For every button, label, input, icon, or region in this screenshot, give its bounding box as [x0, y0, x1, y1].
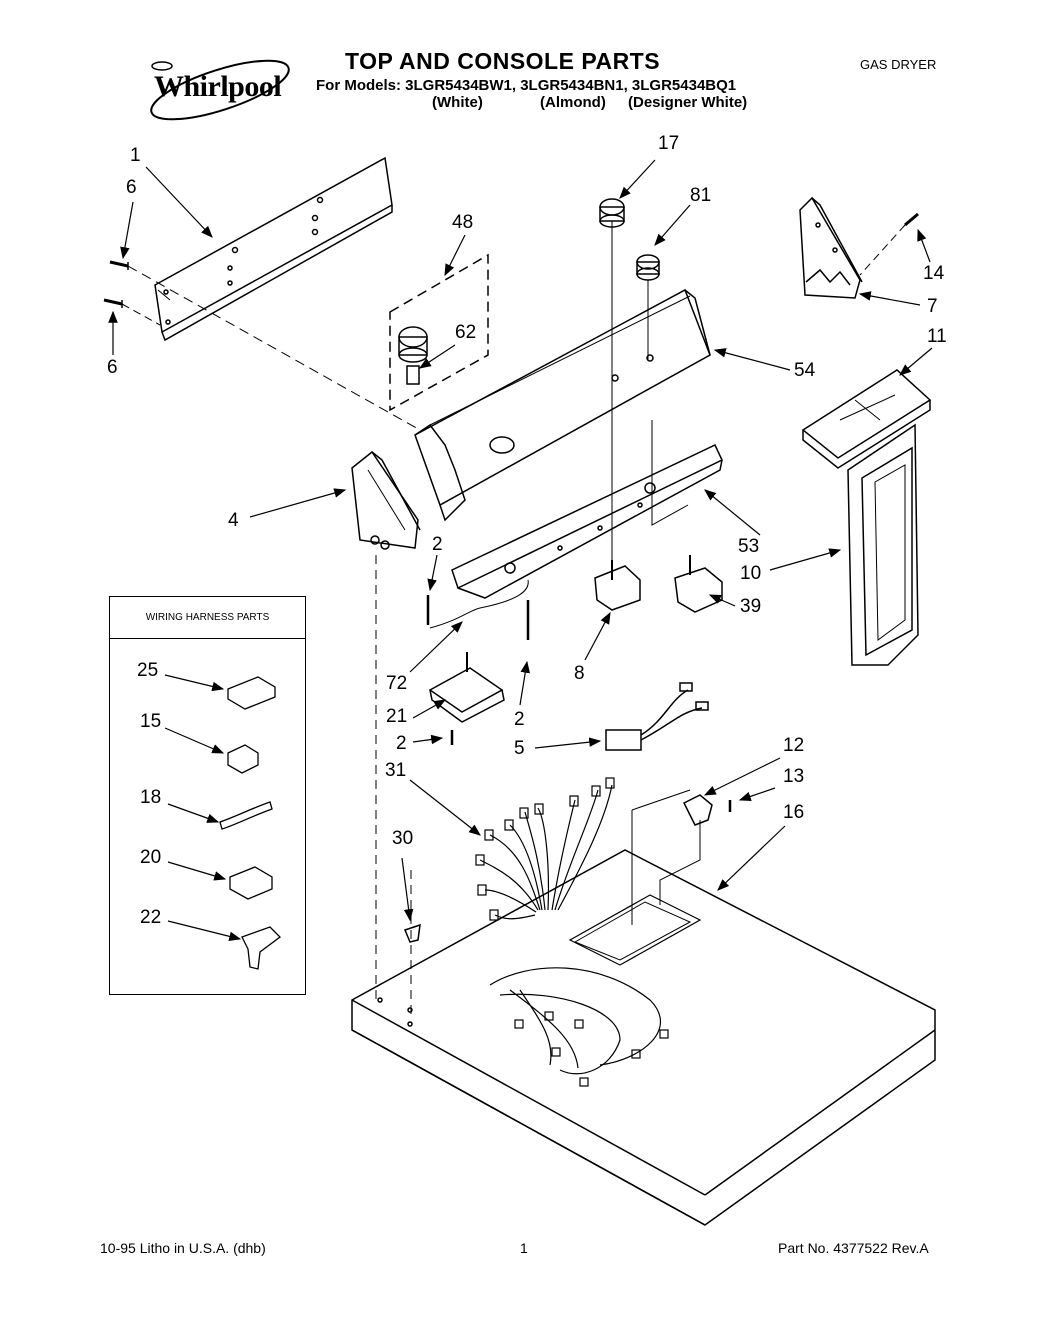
callout-8: 8 — [574, 663, 585, 684]
callout-11: 11 — [927, 326, 947, 347]
callout-17: 17 — [658, 133, 680, 154]
wiring-harness-parts-box: WIRING HARNESS PARTS 25 15 18 20 22 — [109, 596, 306, 995]
component-21 — [428, 652, 505, 723]
color-designer-white: (Designer White) — [628, 94, 748, 111]
clip-22 — [241, 926, 281, 970]
lint-screen-housing — [847, 423, 919, 666]
control-bracket — [451, 443, 723, 599]
callout-14: 14 — [923, 263, 945, 284]
brand-wordmark: Whirlpool — [154, 70, 282, 103]
connector-15 — [227, 744, 259, 774]
callout-2a: 2 — [432, 534, 443, 555]
footer-litho: 10-95 Litho in U.S.A. (dhb) — [100, 1240, 266, 1256]
switch-39 — [674, 555, 723, 613]
callout-30: 30 — [392, 828, 414, 849]
callout-31: 31 — [385, 760, 407, 781]
callout-20: 20 — [140, 847, 162, 868]
models-line: For Models: 3LGR5434BW1, 3LGR5434BN1, 3L… — [316, 77, 737, 94]
terminal-block-25 — [227, 676, 276, 710]
leader-lines — [108, 159, 933, 922]
rear-bracket-part — [154, 156, 393, 342]
console-end-cap — [351, 450, 421, 550]
callout-21: 21 — [386, 706, 408, 727]
lint-screen-cover — [801, 369, 932, 469]
knob-81 — [636, 254, 660, 281]
screw-6b — [103, 298, 123, 308]
callout-1: 1 — [130, 145, 141, 166]
callout-6b: 6 — [107, 357, 118, 378]
top-wire-harness — [489, 967, 669, 1087]
callout-18: 18 — [140, 787, 162, 808]
callout-2c: 2 — [396, 733, 407, 754]
connector-5 — [605, 682, 709, 751]
callout-6a: 6 — [126, 177, 137, 198]
logo-swirl-icon — [150, 59, 290, 121]
callout-54: 54 — [794, 360, 816, 381]
callout-22: 22 — [140, 907, 162, 928]
wire-harness-31 — [475, 777, 615, 921]
callout-10: 10 — [740, 563, 762, 584]
dryer-top-panel — [351, 849, 936, 1226]
callout-7: 7 — [927, 296, 938, 317]
callout-16: 16 — [783, 802, 805, 823]
callout-5: 5 — [514, 738, 525, 759]
callout-53: 53 — [738, 536, 760, 557]
color-white: (White) — [432, 94, 483, 111]
callout-13: 13 — [783, 766, 805, 787]
callout-48: 48 — [452, 212, 474, 233]
whirlpool-logo: Whirlpool — [140, 48, 300, 132]
callout-72: 72 — [386, 673, 408, 694]
page-number: 1 — [520, 1240, 528, 1256]
callout-4: 4 — [228, 510, 239, 531]
callout-81: 81 — [690, 185, 712, 206]
callout-12: 12 — [783, 735, 805, 756]
switch-8 — [594, 560, 641, 611]
harness-parts-drawing — [164, 674, 281, 970]
page-title: TOP AND CONSOLE PARTS — [345, 48, 661, 74]
color-almond: (Almond) — [540, 94, 606, 111]
clip-30 — [403, 923, 421, 943]
product-type: GAS DRYER — [860, 57, 937, 72]
plug-20 — [229, 866, 273, 900]
callout-15: 15 — [140, 711, 162, 732]
callout-39: 39 — [740, 596, 762, 617]
timer-knob-assembly — [389, 253, 489, 412]
callout-62: 62 — [455, 322, 477, 343]
callout-25: 25 — [137, 660, 159, 681]
harness-box-title: WIRING HARNESS PARTS — [110, 597, 305, 639]
clip-12 — [682, 794, 713, 826]
part-number: Part No. 4377522 Rev.A — [778, 1240, 929, 1256]
terminal-18 — [219, 801, 273, 830]
screw-6a — [109, 260, 129, 270]
callout-2b: 2 — [514, 709, 525, 730]
console-panel — [414, 288, 711, 522]
right-end-cap — [799, 196, 863, 299]
